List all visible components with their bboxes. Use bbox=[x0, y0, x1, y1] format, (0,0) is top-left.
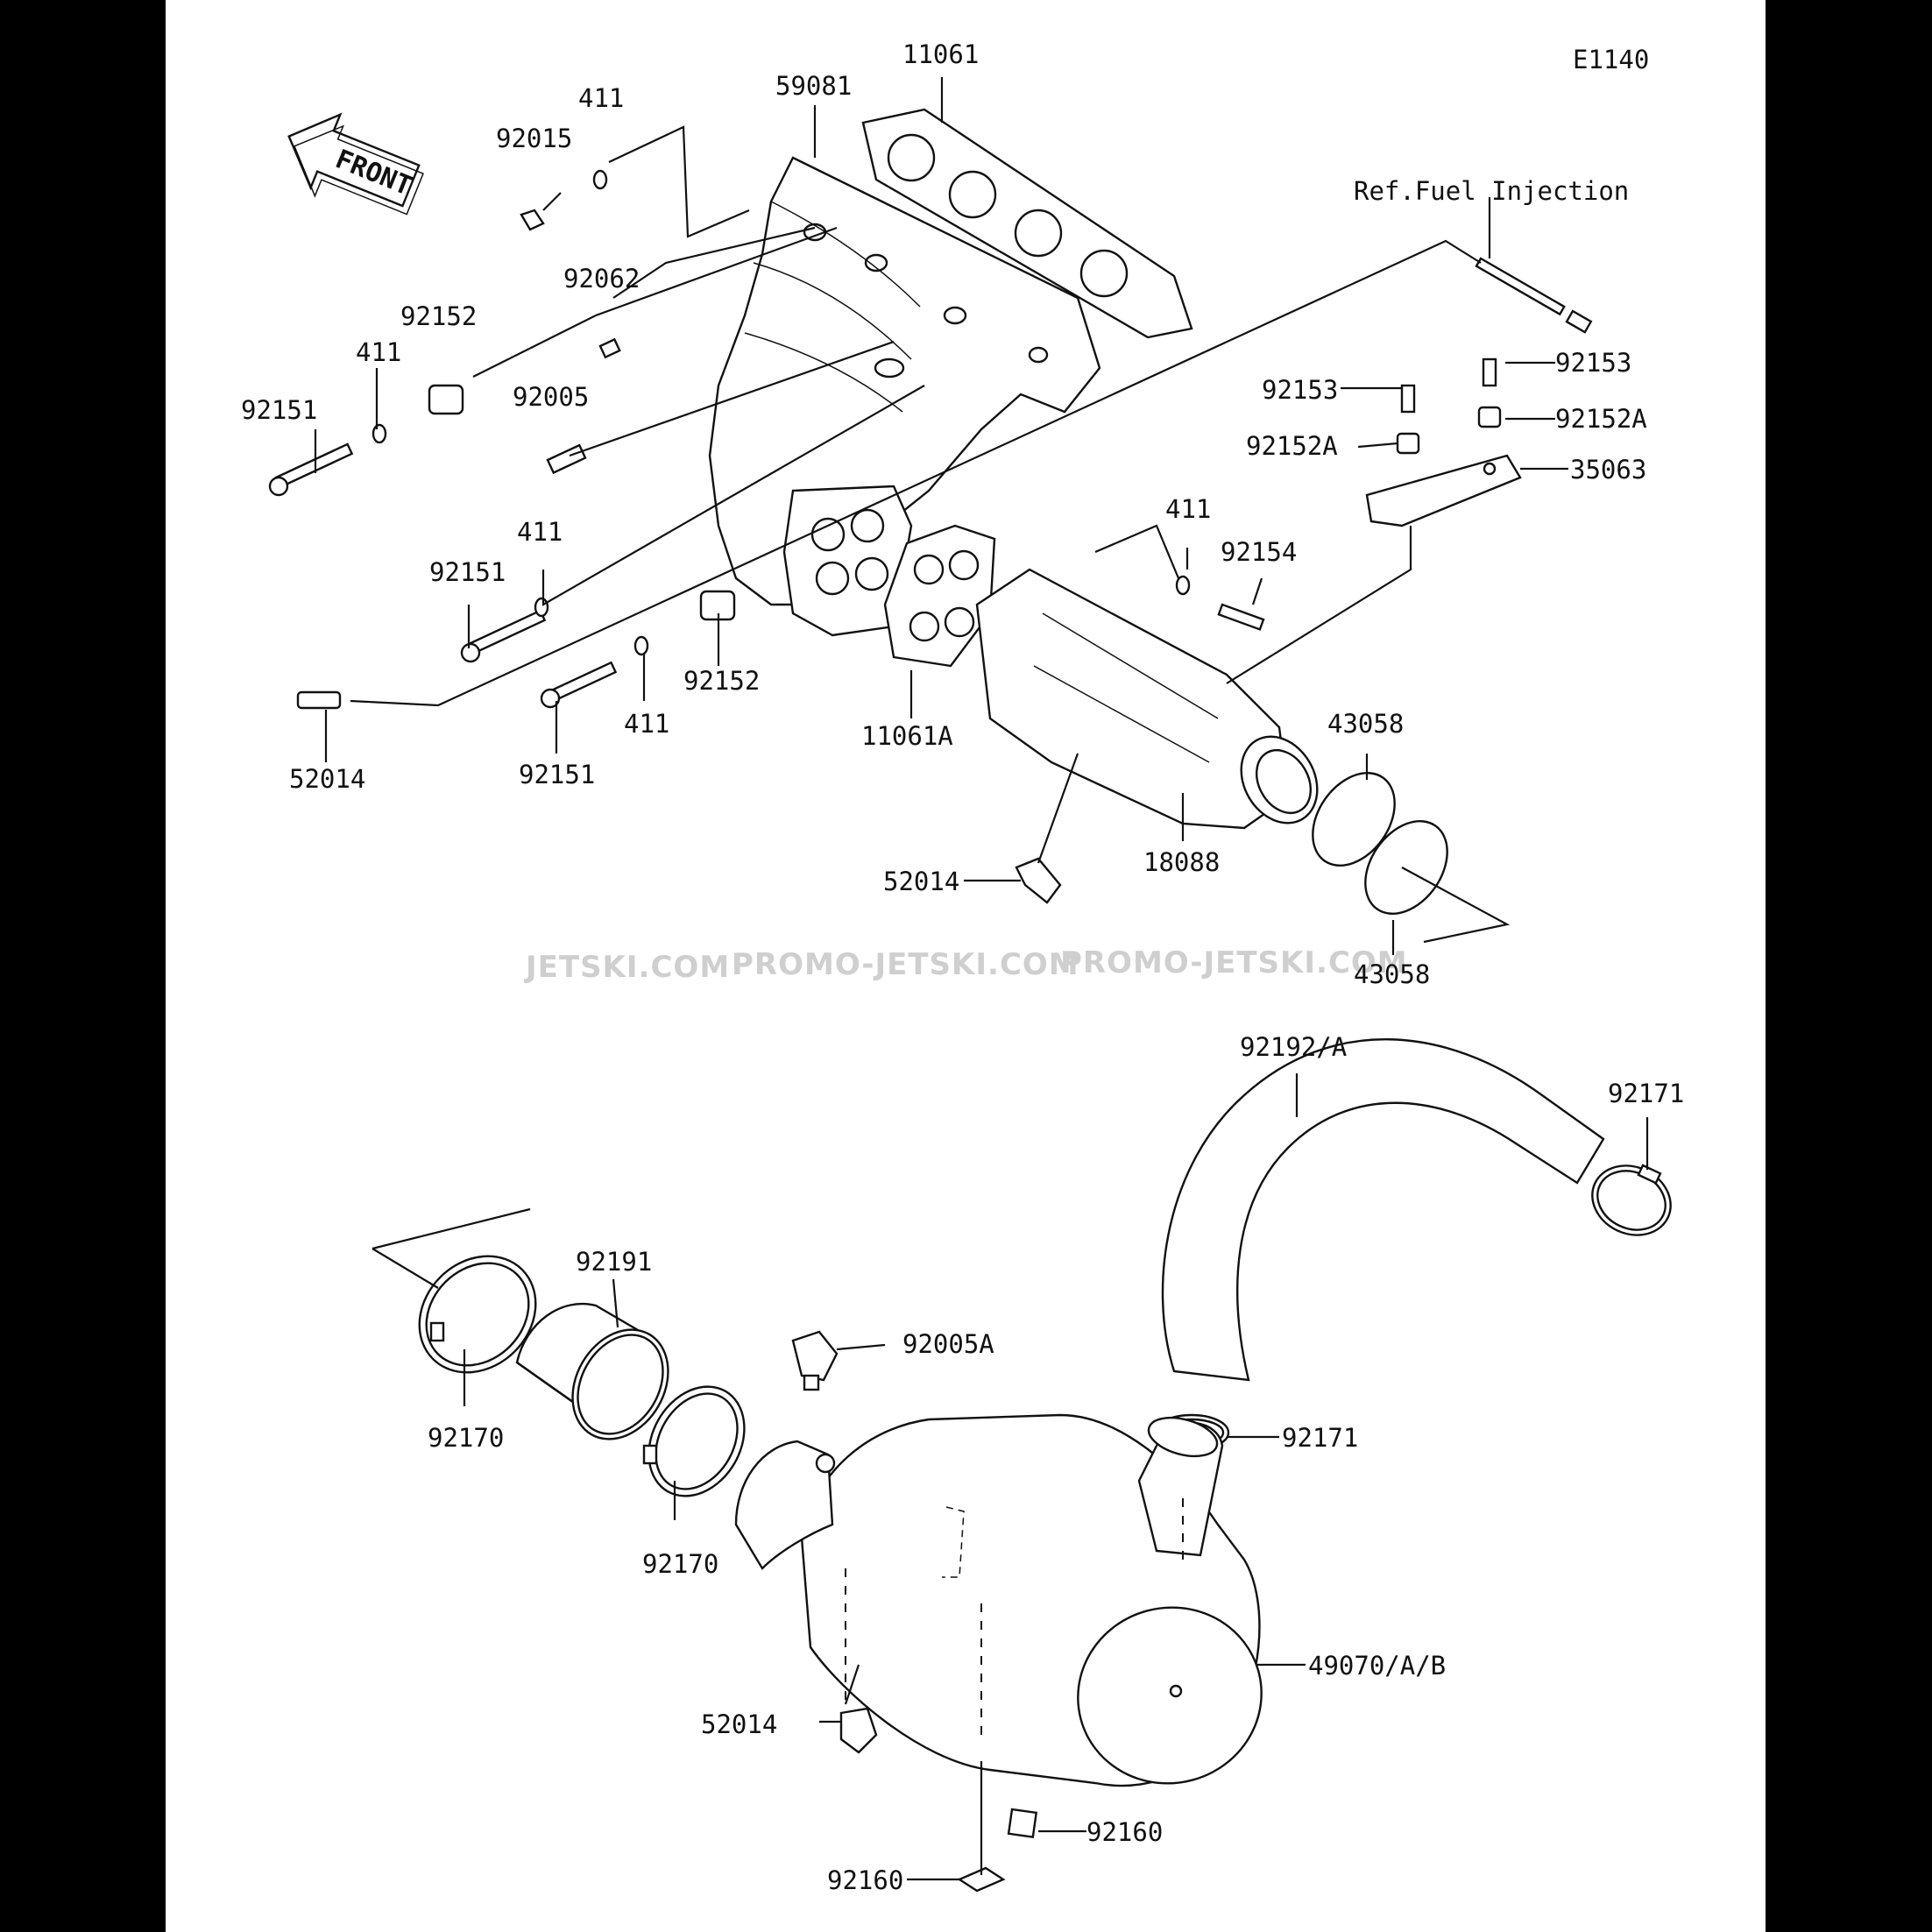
bolt-92151-a bbox=[268, 442, 354, 497]
part-label: 92160 bbox=[1086, 1817, 1163, 1847]
fuel-injection-sensor bbox=[1475, 257, 1593, 334]
part-label: 92160 bbox=[827, 1865, 903, 1895]
exploded-parts-diagram: E1140 Ref.Fuel Injection FRONT bbox=[241, 39, 1684, 1895]
collar-92152A-a bbox=[1396, 432, 1420, 455]
pad-92160-b bbox=[957, 1866, 1006, 1893]
part-label: 49070/A/B bbox=[1308, 1651, 1446, 1681]
collar-92152-a bbox=[428, 384, 464, 415]
part-label: 11061 bbox=[902, 39, 979, 69]
exhaust-pipe bbox=[975, 568, 1319, 830]
leader-lines-lower bbox=[372, 1073, 1649, 1881]
muffler-49070 bbox=[734, 1413, 1263, 1787]
bolt-92153-a bbox=[1400, 384, 1416, 414]
part-label: 92171 bbox=[1282, 1423, 1358, 1453]
part-label: 43058 bbox=[1354, 959, 1430, 989]
bolt-92151-b bbox=[460, 609, 547, 663]
washer-411-d bbox=[633, 635, 649, 656]
part-label: 18088 bbox=[1143, 847, 1220, 877]
manifold-outlet-flange bbox=[782, 485, 913, 637]
manifold-gasket bbox=[861, 108, 1193, 339]
part-label: 92152 bbox=[400, 301, 477, 331]
straight-hose-92191 bbox=[515, 1303, 669, 1440]
parts-diagram-sheet: E1140 Ref.Fuel Injection FRONT bbox=[166, 0, 1766, 1932]
part-label: 92152A bbox=[1555, 404, 1647, 434]
part-label: 92153 bbox=[1555, 348, 1631, 378]
part-label: 11061A bbox=[861, 721, 953, 751]
part-label: 411 bbox=[356, 337, 401, 367]
watermark-2: PROMO-JETSKI.COM bbox=[732, 947, 1079, 982]
hose-clamp-92171-a bbox=[1591, 1164, 1672, 1236]
part-label: 43058 bbox=[1327, 709, 1404, 739]
part-label: 92191 bbox=[576, 1247, 652, 1277]
part-label: 92153 bbox=[1262, 375, 1338, 405]
o-ring-2 bbox=[1364, 820, 1448, 915]
collar-92152A-b bbox=[1477, 406, 1502, 428]
reference-note: Ref.Fuel Injection bbox=[1354, 176, 1629, 206]
washer-411-b bbox=[372, 423, 387, 444]
part-label: 411 bbox=[578, 83, 624, 113]
part-label: 92015 bbox=[496, 124, 572, 153]
bracket-35063 bbox=[1365, 454, 1522, 527]
part-label: 92171 bbox=[1608, 1079, 1684, 1108]
hose-clamp-92170-a bbox=[418, 1255, 537, 1374]
part-label: 411 bbox=[624, 709, 669, 739]
washer-411-c bbox=[534, 597, 549, 618]
part-label: 411 bbox=[1165, 494, 1211, 524]
part-label: 92151 bbox=[429, 557, 506, 587]
hose-clamp-92170-b bbox=[642, 1385, 746, 1497]
bolt-92151-c bbox=[540, 661, 618, 709]
watermark-3: PROMO-JETSKI.COM bbox=[1060, 945, 1408, 980]
part-label: 92152A bbox=[1246, 431, 1338, 461]
curved-hose-92192 bbox=[1161, 1038, 1605, 1382]
part-label: 59081 bbox=[775, 71, 852, 101]
part-label: 92152 bbox=[683, 666, 760, 696]
washer-411-e bbox=[1175, 575, 1191, 596]
outlet-gasket bbox=[883, 524, 996, 668]
part-label: 92154 bbox=[1221, 537, 1297, 567]
fitting-52014-b bbox=[1015, 857, 1062, 904]
part-label: 92192/A bbox=[1240, 1032, 1347, 1062]
part-label: 92005 bbox=[513, 382, 589, 412]
part-label: 52014 bbox=[289, 764, 365, 794]
bolt-92153-b bbox=[1482, 357, 1497, 387]
part-label: 52014 bbox=[701, 1709, 777, 1739]
bolt-92154 bbox=[1217, 603, 1265, 631]
watermark-1: JETSKI.COM bbox=[524, 950, 730, 985]
part-label: 92005A bbox=[902, 1329, 994, 1359]
nut-92015 bbox=[520, 209, 545, 231]
part-labels: 11061 59081 411 92015 92062 92152 411 92… bbox=[241, 39, 1684, 1895]
fitting-92005A bbox=[791, 1330, 839, 1391]
washer-411-a bbox=[592, 169, 608, 190]
part-label: 52014 bbox=[883, 867, 959, 896]
part-label: 411 bbox=[517, 517, 563, 547]
part-label: 35063 bbox=[1570, 455, 1646, 485]
stud-92005 bbox=[546, 443, 587, 475]
part-label: 92151 bbox=[519, 760, 595, 789]
pad-92160-a bbox=[1007, 1808, 1038, 1838]
part-label: 92151 bbox=[241, 395, 317, 425]
fitting-52014-a bbox=[296, 690, 342, 710]
fitting-52014-c bbox=[839, 1707, 878, 1754]
part-label: 92170 bbox=[428, 1423, 504, 1453]
part-label: 92062 bbox=[563, 264, 640, 294]
part-label: 92170 bbox=[642, 1549, 718, 1579]
dowel-92062 bbox=[598, 337, 621, 359]
o-ring-1 bbox=[1312, 772, 1396, 867]
leader-lines-upper bbox=[314, 77, 1568, 955]
diagram-id: E1140 bbox=[1573, 45, 1649, 74]
front-arrow-icon: FRONT bbox=[287, 112, 424, 216]
